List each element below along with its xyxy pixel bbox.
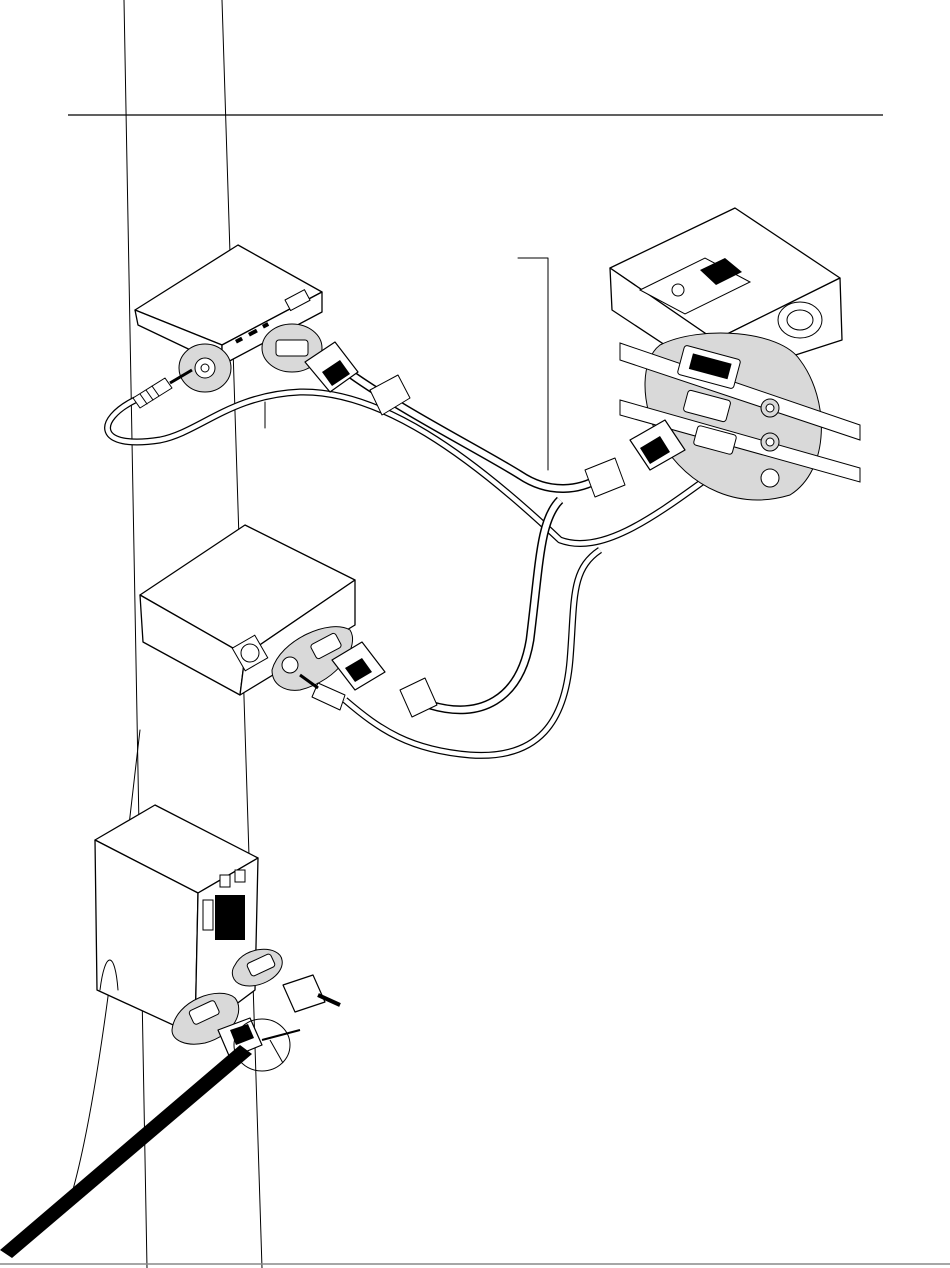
vga-cable-desktop: [430, 500, 560, 710]
projector-port-callout: [620, 333, 860, 500]
projector-vga-connector-icon: [585, 420, 685, 497]
tower-cable: [0, 1030, 300, 1258]
audio-cable-desktop: [345, 550, 600, 755]
audio-plug-icon: [133, 370, 192, 408]
callout-leader: [518, 258, 548, 470]
tower-callout-leader: [270, 1040, 283, 1063]
laptop-audio-port-callout: [179, 344, 231, 392]
